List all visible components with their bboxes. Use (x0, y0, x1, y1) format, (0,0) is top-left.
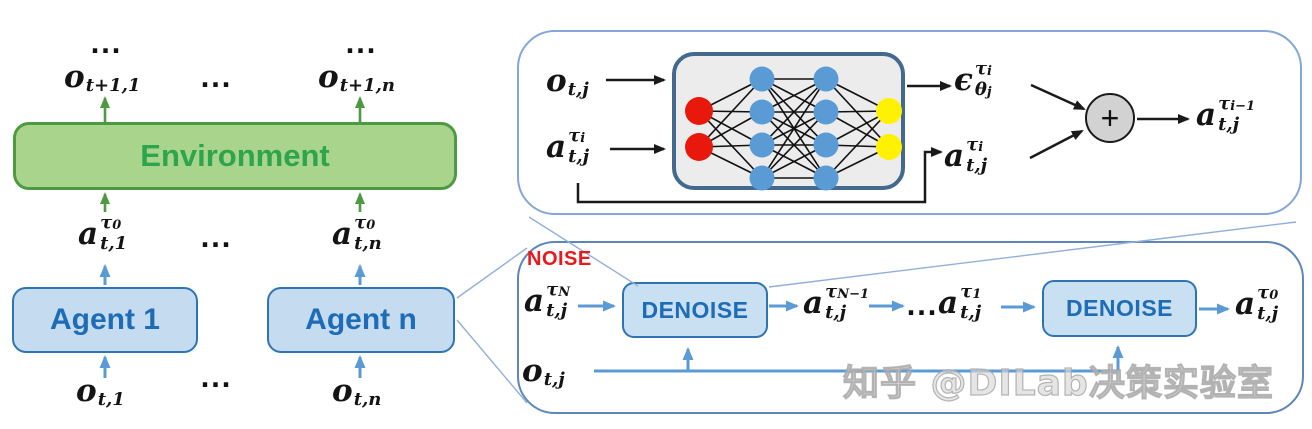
ellipsis-top-1: ... (90, 30, 122, 59)
plus-sign: + (1100, 100, 1120, 136)
agent-1-label: Agent 1 (49, 303, 160, 336)
denoise-2-label: DENOISE (1065, 295, 1174, 321)
agent-n-box: Agent n (267, 287, 455, 353)
ellipsis-act-row: ... (200, 224, 232, 253)
ellipsis-obs-row: ... (200, 64, 232, 93)
agent-1-box: Agent 1 (12, 287, 198, 353)
denoise-1-label: DENOISE (641, 296, 749, 323)
neural-network-box (672, 52, 905, 190)
denoise-box-1: DENOISE (622, 282, 768, 338)
ellipsis-top-n: ... (345, 30, 377, 59)
zhihu-watermark: 知乎 @DILab决策实验室 (842, 362, 1274, 404)
environment-box: Environment (13, 122, 457, 190)
environment-label: Environment (140, 138, 330, 173)
ellipsis-denoise-chain: ... (906, 292, 938, 321)
noise-label: NOISE (527, 248, 592, 270)
denoise-box-2: DENOISE (1042, 280, 1197, 337)
denoiser-detail-box (517, 30, 1302, 215)
agent-n-label: Agent n (305, 303, 417, 336)
ellipsis-obs-bottom-row: ... (200, 364, 232, 393)
sum-node: + (1085, 93, 1135, 143)
